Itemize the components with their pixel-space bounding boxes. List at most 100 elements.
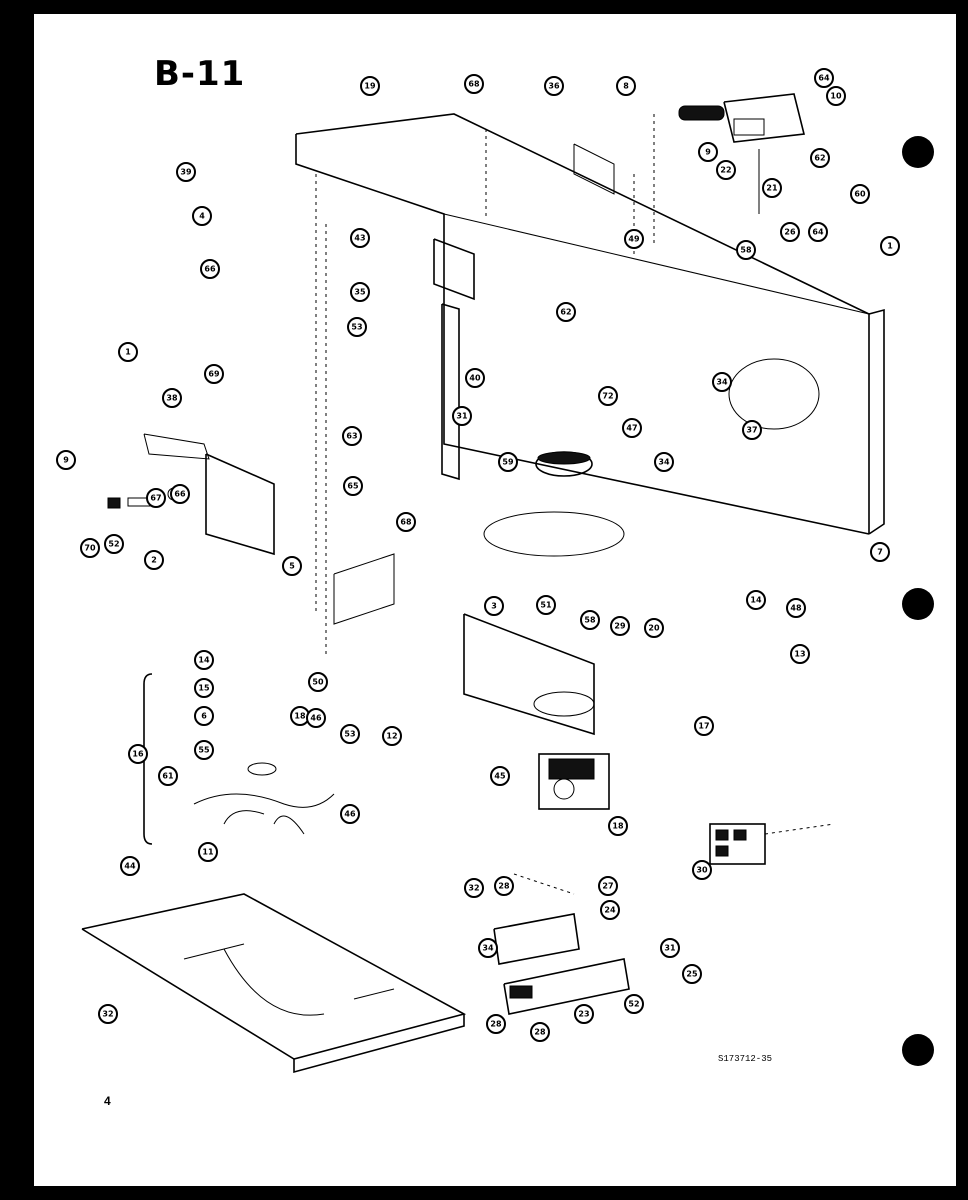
callout-bubble [574, 1004, 594, 1024]
callout-62-8: 62 [810, 148, 830, 168]
callout-bubble [98, 1004, 118, 1024]
callout-label: 55 [198, 746, 210, 755]
callout-label: 52 [628, 1000, 639, 1009]
stirrer-gear [483, 358, 820, 557]
callout-label: 49 [628, 235, 640, 244]
callout-label: 66 [174, 490, 186, 499]
callout-bubble [682, 964, 702, 984]
callout-bubble [198, 842, 218, 862]
callout-bubble [850, 184, 870, 204]
callout-bubble [200, 259, 220, 279]
callout-label: 72 [602, 392, 613, 401]
callout-40-26: 40 [465, 368, 485, 388]
callout-bubble [194, 740, 214, 760]
callout-14-46: 14 [746, 590, 766, 610]
callout-bubble [170, 484, 190, 504]
interlock-switch-assembly [493, 873, 630, 1015]
callout-45-66: 45 [490, 766, 510, 786]
callout-25-78: 25 [682, 964, 702, 984]
callout-28-82: 28 [530, 1022, 550, 1042]
callout-21-10: 21 [762, 178, 782, 198]
callout-bubble [814, 68, 834, 88]
callout-label: 26 [784, 228, 796, 237]
callout-17-64: 17 [694, 716, 714, 736]
callout-39-11: 39 [176, 162, 196, 182]
callout-bubble [120, 856, 140, 876]
callout-label: 66 [204, 265, 216, 274]
callout-bubble [340, 724, 360, 744]
callout-label: 36 [548, 82, 560, 91]
callout-label: 9 [63, 456, 69, 465]
callout-18-68: 18 [608, 816, 628, 836]
callout-bubble [350, 282, 370, 302]
callout-3-48: 3 [484, 596, 504, 616]
callout-11-69: 11 [198, 842, 218, 862]
callout-bubble [494, 876, 514, 896]
callout-label: 46 [344, 810, 356, 819]
callout-label: 68 [400, 518, 412, 527]
callout-label: 16 [132, 750, 144, 759]
callout-15-51: 15 [194, 678, 214, 698]
callout-70-41: 70 [80, 538, 100, 558]
callout-bubble [600, 900, 620, 920]
callout-28-73: 28 [494, 876, 514, 896]
callout-label: 37 [746, 426, 757, 435]
callout-label: 34 [658, 458, 670, 467]
callout-label: 62 [560, 308, 571, 317]
callout-label: 21 [766, 184, 778, 193]
callout-label: 53 [344, 730, 355, 739]
callout-bubble [746, 590, 766, 610]
door-latch-assembly [107, 433, 275, 556]
callout-bubble [194, 678, 214, 698]
callout-bubble [465, 368, 485, 388]
callout-bubble [498, 452, 518, 472]
callout-label: 51 [540, 601, 552, 610]
callout-48-47: 48 [786, 598, 806, 618]
callout-label: 23 [578, 1010, 589, 1019]
callout-label: 19 [364, 82, 376, 91]
callout-label: 14 [198, 656, 210, 665]
callout-62-22: 62 [556, 302, 576, 322]
callout-12-61: 12 [382, 726, 402, 746]
callout-label: 31 [456, 412, 468, 421]
callout-bubble [464, 74, 484, 94]
callout-bubble [340, 804, 360, 824]
callout-label: 15 [198, 684, 210, 693]
callout-34-27: 34 [712, 372, 732, 392]
callout-label: 64 [812, 228, 824, 237]
callout-label: 11 [202, 848, 214, 857]
page-number: 4 [104, 1094, 111, 1108]
callout-label: 60 [854, 190, 866, 199]
callout-53-24: 53 [347, 317, 367, 337]
callout-label: 58 [740, 246, 752, 255]
callout-20-57: 20 [644, 618, 664, 638]
callout-37-32: 37 [742, 420, 762, 440]
callout-bubble [464, 878, 484, 898]
callout-28-81: 28 [486, 1014, 506, 1034]
callout-27-74: 27 [598, 876, 618, 896]
callout-label: 18 [612, 822, 624, 831]
callout-bubble [810, 148, 830, 168]
callout-label: 48 [790, 604, 802, 613]
callout-bubble [347, 317, 367, 337]
callout-bubble [350, 228, 370, 248]
callout-bubble [544, 76, 564, 96]
switch-block [709, 823, 835, 865]
callout-label: 18 [294, 712, 306, 721]
callout-bubble [486, 1014, 506, 1034]
callout-label: 28 [490, 1020, 502, 1029]
callout-34-36: 34 [654, 452, 674, 472]
callout-bubble [530, 1022, 550, 1042]
callout-label: 64 [818, 74, 830, 83]
callout-bubble [490, 766, 510, 786]
callout-68-40: 68 [396, 512, 416, 532]
callout-59-35: 59 [498, 452, 518, 472]
callout-bubble [306, 708, 326, 728]
callout-label: 67 [150, 494, 161, 503]
callout-label: 69 [208, 370, 220, 379]
callout-bubble [382, 726, 402, 746]
diagram-sheet: B-11 [34, 14, 956, 1186]
callout-label: 12 [386, 732, 397, 741]
callout-label: 20 [648, 624, 660, 633]
